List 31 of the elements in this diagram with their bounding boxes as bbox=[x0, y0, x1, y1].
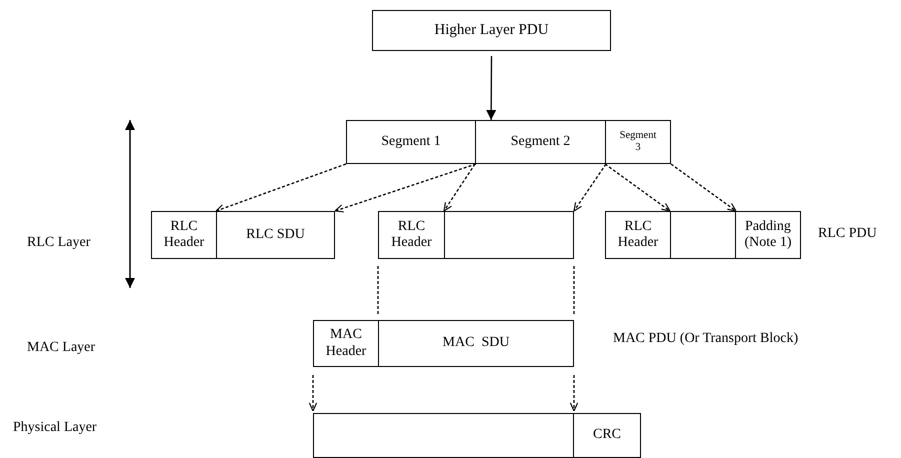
field-box: RLC Header bbox=[378, 211, 445, 259]
arrow bbox=[486, 56, 496, 120]
field-box: CRC bbox=[573, 413, 641, 458]
field-box: MAC Header bbox=[313, 320, 379, 367]
arrow bbox=[670, 163, 737, 212]
layer-label: MAC Layer bbox=[27, 340, 96, 356]
field-box: Padding (Note 1) bbox=[735, 211, 801, 259]
field-box: MAC SDU bbox=[378, 320, 574, 367]
field-box: Segment 1 bbox=[346, 120, 476, 164]
field-box: Higher Layer PDU bbox=[372, 10, 611, 51]
arrow bbox=[604, 163, 671, 212]
layer-label: RLC Layer bbox=[27, 235, 90, 251]
empty-field-box bbox=[444, 211, 574, 259]
field-box: RLC Header bbox=[605, 211, 671, 259]
layer-label: Physical Layer bbox=[13, 420, 97, 436]
arrow bbox=[215, 163, 346, 212]
arrow bbox=[443, 164, 476, 212]
arrow bbox=[573, 164, 607, 212]
field-box: Segment 3 bbox=[605, 120, 671, 164]
arrow bbox=[570, 375, 578, 412]
connector-line bbox=[377, 266, 379, 315]
field-box: RLC Header bbox=[151, 211, 217, 259]
arrow bbox=[334, 163, 476, 212]
connector-line bbox=[573, 266, 575, 315]
field-box: RLC SDU bbox=[216, 211, 335, 259]
layer-label: RLC PDU bbox=[818, 226, 877, 242]
layer-label: MAC PDU (Or Transport Block) bbox=[613, 331, 798, 347]
empty-field-box bbox=[313, 413, 574, 458]
field-box: Segment 2 bbox=[475, 120, 606, 164]
empty-field-box bbox=[670, 211, 736, 259]
arrow bbox=[308, 375, 318, 412]
